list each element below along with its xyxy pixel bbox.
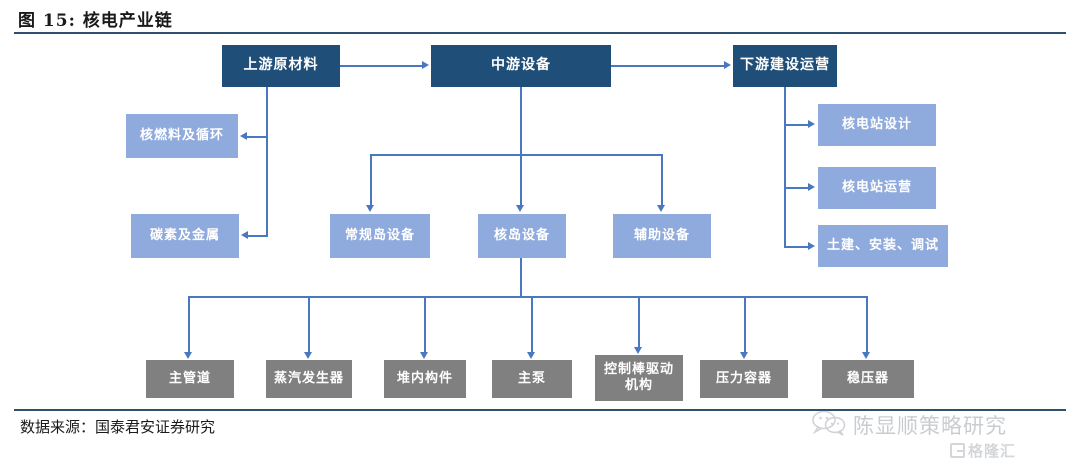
drop-ctrl-rod-drive [638,296,640,349]
watermark-account: 陈显顺策略研究 [812,410,1007,440]
arrowhead-carbonmetal [241,231,248,239]
node-control-rod-drive-mechanism[interactable]: 控制棒驱动 机构 [595,355,683,401]
arrowhead-nuclear-island [516,205,524,212]
watermark-account-name: 陈显顺策略研究 [853,414,1007,438]
gelonghui-logo-text: 格隆汇 [968,442,1017,460]
bus-midstream [370,154,663,156]
drop-nuclear-island [520,154,522,206]
figure-title: 图 15: 核电产业链 [18,11,173,31]
source-note: 数据来源：国泰君安证券研究 [20,418,216,436]
bus-nuclear-island-components [188,296,868,298]
edge-midstream-downstream [611,65,724,67]
arrowhead-ctrl-rod-drive [634,347,642,354]
node-main-pipe[interactable]: 主管道 [146,360,234,398]
drop-conventional [370,154,372,206]
drop-reactor-internals [424,296,426,354]
arrowhead-reactor-internals [420,352,428,359]
edge-nuclearisland-trunk [520,258,522,298]
node-nuclear-fuel[interactable]: 核燃料及循环 [126,114,238,158]
arrowhead-main-pump [527,352,535,359]
arrowhead-auxiliary [657,205,665,212]
arrowhead-civil-install [808,242,815,250]
edge-upstream-midstream [340,65,422,67]
edge-midstream-trunk [520,87,522,156]
header-divider [14,32,1066,34]
drop-auxiliary [661,154,663,206]
edge-upstream-carbonmetal [248,235,268,237]
node-nuclear-island-equipment[interactable]: 核岛设备 [478,214,566,258]
arrowhead-pressure-vessel [740,352,748,359]
node-conventional-island-equipment[interactable]: 常规岛设备 [330,214,430,258]
wechat-icon [812,410,846,440]
arrowhead-upstream-midstream [422,61,429,69]
node-main-pump[interactable]: 主泵 [492,360,572,398]
arrowhead-nuclearfuel [240,132,247,140]
node-civil-install-commission[interactable]: 土建、安装、调试 [818,225,948,267]
arrowhead-pressurizer [862,352,870,359]
node-plant-operation[interactable]: 核电站运营 [818,167,936,209]
node-steam-generator[interactable]: 蒸汽发生器 [266,360,352,398]
edge-downstream-plantdesign [784,124,808,126]
node-reactor-internals[interactable]: 堆内构件 [384,360,466,398]
edge-upstream-trunk [266,87,268,236]
edge-downstream-trunk [784,87,786,247]
edge-downstream-plantoperation [784,187,808,189]
node-pressurizer[interactable]: 稳压器 [822,360,914,398]
gelonghui-logo-mark [950,443,965,458]
drop-steam-gen [308,296,310,354]
gelonghui-logo: 格隆汇 [950,440,1016,461]
node-upstream[interactable]: 上游原材料 [222,45,340,87]
edge-downstream-civilinstall [784,246,808,248]
arrowhead-conventional [366,205,374,212]
edge-upstream-nuclearfuel [247,136,268,138]
arrowhead-steam-gen [304,352,312,359]
node-carbon-metal[interactable]: 碳素及金属 [131,214,239,258]
arrowhead-plant-design [808,120,815,128]
drop-pressure-vessel [744,296,746,354]
node-downstream[interactable]: 下游建设运营 [733,45,837,87]
node-plant-design[interactable]: 核电站设计 [818,104,936,146]
arrowhead-midstream-downstream [724,61,731,69]
node-pressure-vessel[interactable]: 压力容器 [700,360,788,398]
drop-main-pump [531,296,533,354]
arrowhead-main-pipe [184,352,192,359]
drop-main-pipe [188,296,190,354]
arrowhead-plant-operation [808,183,815,191]
drop-pressurizer [866,296,868,354]
footer-divider [14,409,1066,411]
node-auxiliary-equipment[interactable]: 辅助设备 [613,214,711,258]
node-midstream[interactable]: 中游设备 [431,45,611,87]
